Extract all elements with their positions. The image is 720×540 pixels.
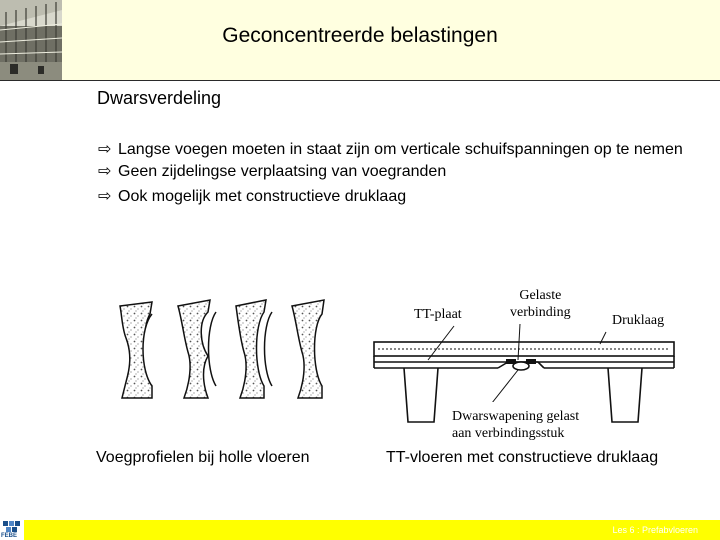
outline-right-arrow-icon: ⇨ — [98, 163, 112, 180]
dwarswapening-label: Dwarswapening gelast aan verbindingsstuk — [452, 408, 579, 442]
joint-profile — [119, 301, 153, 399]
footer-accent-bar — [24, 520, 720, 540]
febe-logo — [1, 519, 23, 540]
outline-right-arrow-icon: ⇨ — [98, 188, 112, 205]
dwars-label-line: aan verbindingsstuk — [452, 426, 565, 441]
right-figure-caption: TT-vloeren met constructieve druklaag — [386, 449, 659, 466]
gelaste-verbinding-label: Gelaste verbinding — [510, 287, 571, 321]
joint-profile — [177, 299, 217, 399]
bullet-list: ⇨ Langse voegen moeten in staat zijn om … — [98, 140, 708, 212]
bullet-text: Langse voegen moeten in staat zijn om ve… — [118, 141, 683, 158]
header-band — [0, 0, 720, 81]
gelaste-label-line: Gelaste — [519, 288, 562, 303]
dwars-label-line: Dwarswapening gelast — [452, 409, 580, 424]
joint-profile — [235, 299, 273, 399]
febe-logo-text: FEBE — [1, 533, 18, 539]
footer-course-label: Les 6 : Prefabvloeren — [612, 525, 698, 535]
gelaste-label-line: verbinding — [510, 305, 571, 320]
outline-right-arrow-icon: ⇨ — [98, 141, 112, 158]
left-figure-caption: Voegprofielen bij holle vloeren — [96, 449, 310, 466]
section-subtitle: Dwarsverdeling — [97, 88, 222, 108]
bullet-item: ⇨ Geen zijdelingse verplaatsing van voeg… — [98, 162, 708, 181]
bullet-item: ⇨ Ook mogelijk met constructieve druklaa… — [98, 187, 708, 206]
tt-plaat-label: TT-plaat — [414, 307, 462, 322]
bullet-item: ⇨ Langse voegen moeten in staat zijn om … — [98, 140, 708, 159]
druklaag-label: Druklaag — [612, 313, 665, 328]
slide-title: Geconcentreerde belastingen — [222, 24, 498, 47]
tt-floor-section-figure — [368, 322, 678, 440]
bullet-text: Geen zijdelingse verplaatsing van voegra… — [118, 163, 447, 180]
header-building-photo — [0, 0, 62, 80]
bullet-text: Ook mogelijk met constructieve druklaag — [118, 188, 407, 205]
joint-profiles-figure — [112, 298, 332, 402]
joint-profile — [291, 299, 325, 399]
